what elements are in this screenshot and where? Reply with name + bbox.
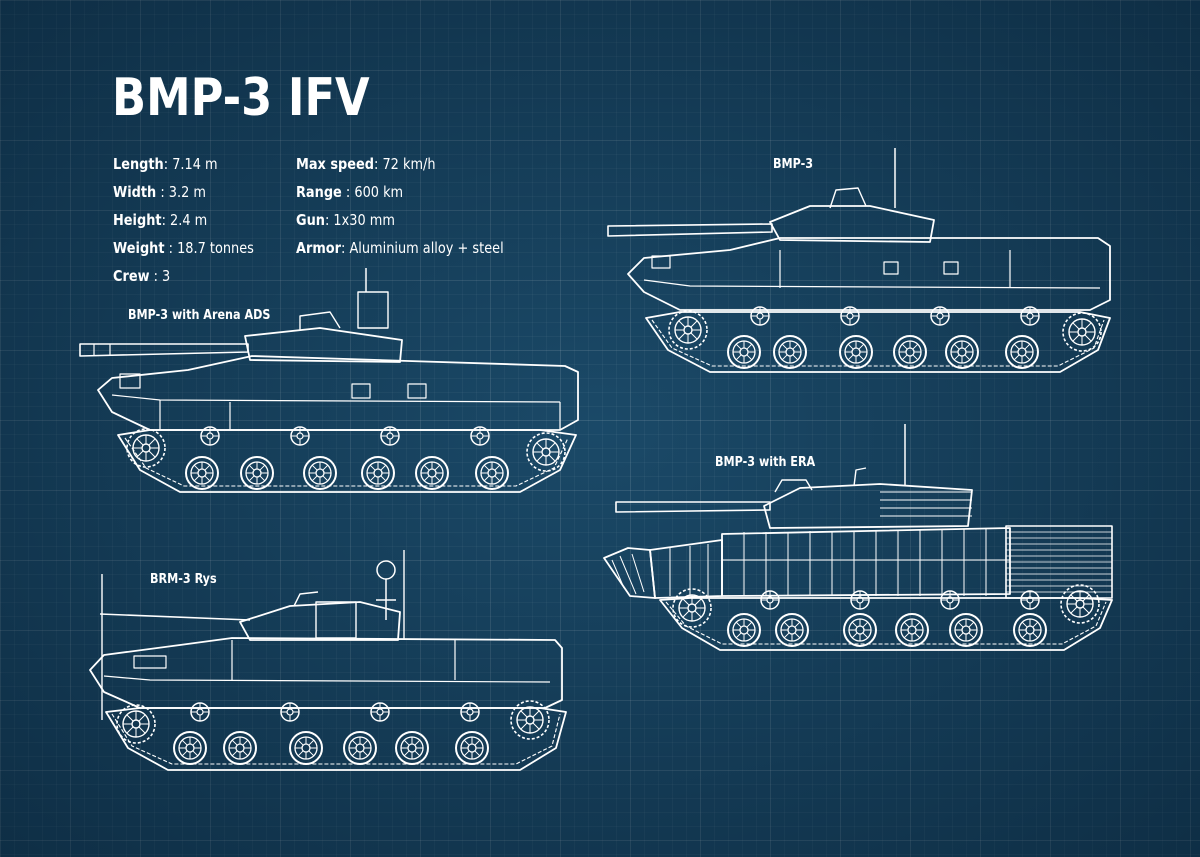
- spec-max-speed: Max speed: 72 km/h: [296, 155, 436, 173]
- drawing-bmp3-era: [604, 424, 1112, 650]
- drawing-bmp3-arena: [80, 268, 578, 492]
- poster-title: BMP-3 IFV: [112, 68, 370, 128]
- label-bmp3-era: BMP-3 with ERA: [715, 455, 816, 470]
- spec-height: Height: 2.4 m: [113, 211, 208, 229]
- spec-weight: Weight : 18.7 tonnes: [113, 239, 254, 257]
- spec-crew: Crew : 3: [113, 267, 171, 285]
- drawing-bmp3: [608, 148, 1110, 372]
- spec-armor: Armor: Aluminium alloy + steel: [296, 239, 504, 257]
- label-bmp3-arena: BMP-3 with Arena ADS: [128, 308, 271, 323]
- label-brm3-rys: BRM-3 Rys: [150, 572, 217, 587]
- spec-range: Range : 600 km: [296, 183, 404, 201]
- spec-gun: Gun: 1x30 mm: [296, 211, 395, 229]
- label-bmp3: BMP-3: [773, 157, 814, 172]
- drawing-brm3-rys: [90, 550, 566, 770]
- spec-length: Length: 7.14 m: [113, 155, 218, 173]
- spec-width: Width : 3.2 m: [113, 183, 206, 201]
